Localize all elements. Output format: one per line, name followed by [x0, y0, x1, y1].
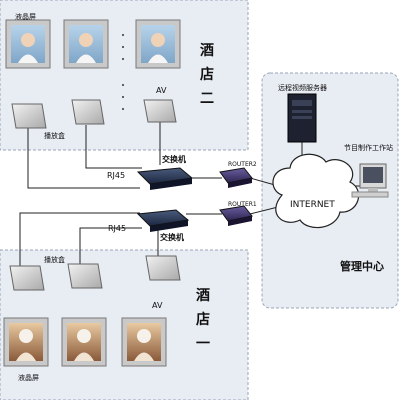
video-server — [287, 93, 317, 143]
hotel-two-player-box-1 — [11, 103, 47, 129]
hotel-two-ellipsis — [122, 34, 124, 110]
hotel-one-player-box-3 — [145, 255, 181, 281]
hotel-two-lcd-2 — [63, 19, 109, 69]
router1-label: ROUTER1 — [228, 201, 257, 208]
hotel-two-lcd-1 — [5, 19, 51, 69]
switch-bottom — [136, 209, 190, 232]
hotel-two-av-label: AV — [156, 86, 167, 95]
hotel-one-lcd-1 — [3, 317, 49, 367]
internet-label: INTERNET — [290, 200, 335, 210]
hotel-two-title-3: 二 — [200, 91, 214, 107]
hotel-one-title-2: 店 — [196, 311, 210, 328]
hotel-one-player-box-1 — [9, 265, 45, 291]
hotel-two-title-1: 酒 — [200, 43, 214, 59]
router-2 — [219, 167, 253, 188]
hotel-two-lcd-label: 液晶屏 — [15, 12, 36, 21]
switch-top-label: 交换机 — [162, 154, 186, 164]
router2-label: ROUTER2 — [228, 161, 257, 168]
hotel-two-lcd-3 — [135, 19, 181, 69]
rj45-bottom-label: RJ45 — [108, 224, 126, 233]
hotel-one-lcd-2 — [61, 317, 107, 367]
hotel-two-title-2: 店 — [200, 66, 214, 83]
workstation-label: 节目制作工作站 — [344, 143, 393, 152]
hotel-two-player-box-2 — [71, 99, 105, 125]
switch-top — [136, 167, 194, 190]
management-center-title: 管理中心 — [340, 259, 384, 273]
hotel-one-lcd-label: 液晶屏 — [18, 373, 39, 382]
hotel-one-player-box-2 — [67, 263, 103, 289]
switch-bottom-label: 交换机 — [160, 232, 184, 242]
hotel-one-title-1: 酒 — [196, 288, 210, 304]
hotel-two-player-label: 播放盒 — [44, 131, 65, 140]
hotel-two-player-box-3 — [143, 99, 177, 123]
hotel-one-player-label: 播放盒 — [44, 255, 65, 264]
internet-cloud — [272, 153, 360, 229]
router-1 — [219, 205, 253, 226]
hotel-one-title-3: 一 — [196, 336, 210, 352]
hotel-one-lcd-3 — [121, 317, 167, 367]
rj45-top-label: RJ45 — [107, 171, 125, 180]
hotel-one-av-label: AV — [152, 301, 163, 310]
server-label: 远程视频服务器 — [278, 83, 327, 92]
workstation — [351, 163, 389, 198]
